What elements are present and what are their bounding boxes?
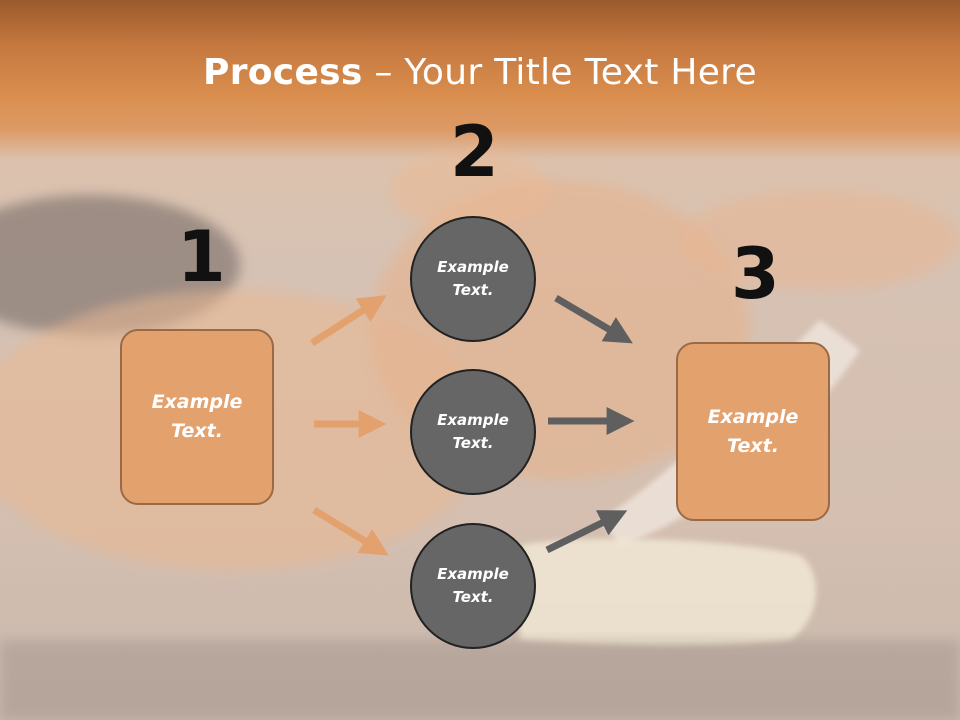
- step-2-item-3: Example Text.: [410, 523, 536, 649]
- arrow-to-item-3: [312, 507, 389, 556]
- title-bold: Process: [203, 52, 363, 93]
- step-2-item-1-text: Example Text.: [437, 258, 509, 299]
- step-1-box: Example Text.: [120, 329, 274, 505]
- step-3-text: Example Text.: [707, 405, 799, 457]
- step-2-item-2: Example Text.: [410, 369, 536, 495]
- step-2-item-3-text: Example Text.: [437, 565, 509, 606]
- slide-title: Process – Your Title Text Here: [0, 52, 960, 93]
- step-1-text: Example Text.: [151, 391, 243, 442]
- arrow-from-item-3: [545, 510, 628, 554]
- title-dash: –: [362, 52, 405, 93]
- step-2-number: 2: [450, 111, 499, 193]
- step-1-number: 1: [177, 216, 226, 298]
- arrow-from-item-1: [554, 294, 633, 344]
- step-2-item-2-text: Example Text.: [437, 411, 509, 452]
- step-2-item-1: Example Text.: [410, 216, 536, 342]
- step-3-box: Example Text.: [676, 342, 830, 521]
- step-3-number: 3: [731, 233, 780, 315]
- arrow-to-item-1: [310, 295, 387, 346]
- title-rest: Your Title Text Here: [404, 52, 757, 93]
